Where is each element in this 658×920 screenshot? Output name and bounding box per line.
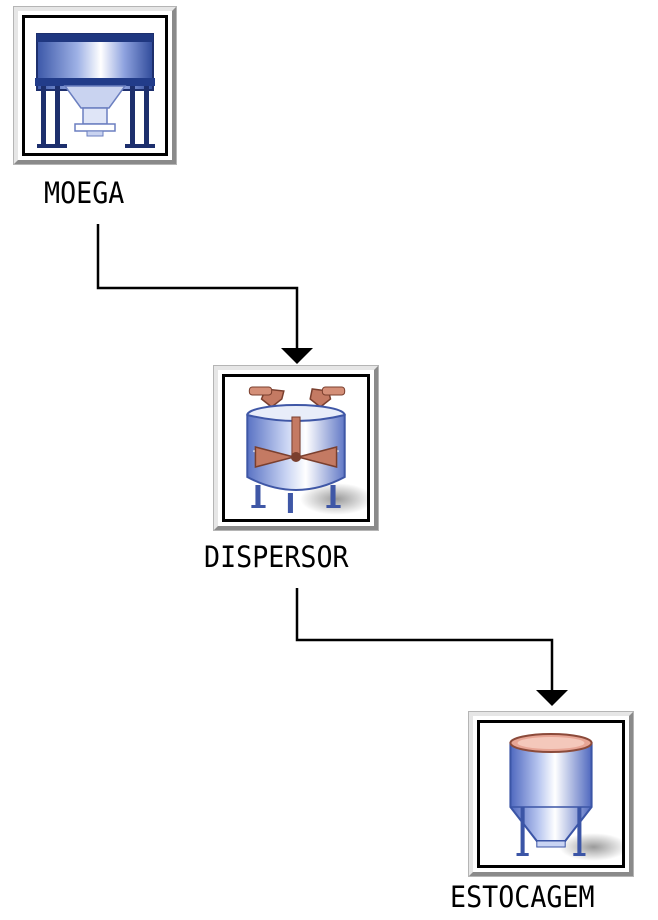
node-label-moega: MOEGA [44,176,125,210]
storage-silo-icon [509,733,622,861]
node-dispersor[interactable] [213,365,379,531]
edge-dispersor-to-estocagem [295,588,554,692]
edge-moega-to-dispersor [96,224,299,350]
arrowhead-dispersor [281,348,313,364]
node-label-dispersor: DISPERSOR [204,540,349,574]
node-label-estocagem: ESTOCAGEM [450,880,595,914]
arrowhead-estocagem [536,690,568,706]
hopper-icon [35,33,155,148]
node-estocagem[interactable] [468,711,634,877]
disperser-tank-icon [246,386,367,515]
node-moega[interactable] [13,6,177,165]
